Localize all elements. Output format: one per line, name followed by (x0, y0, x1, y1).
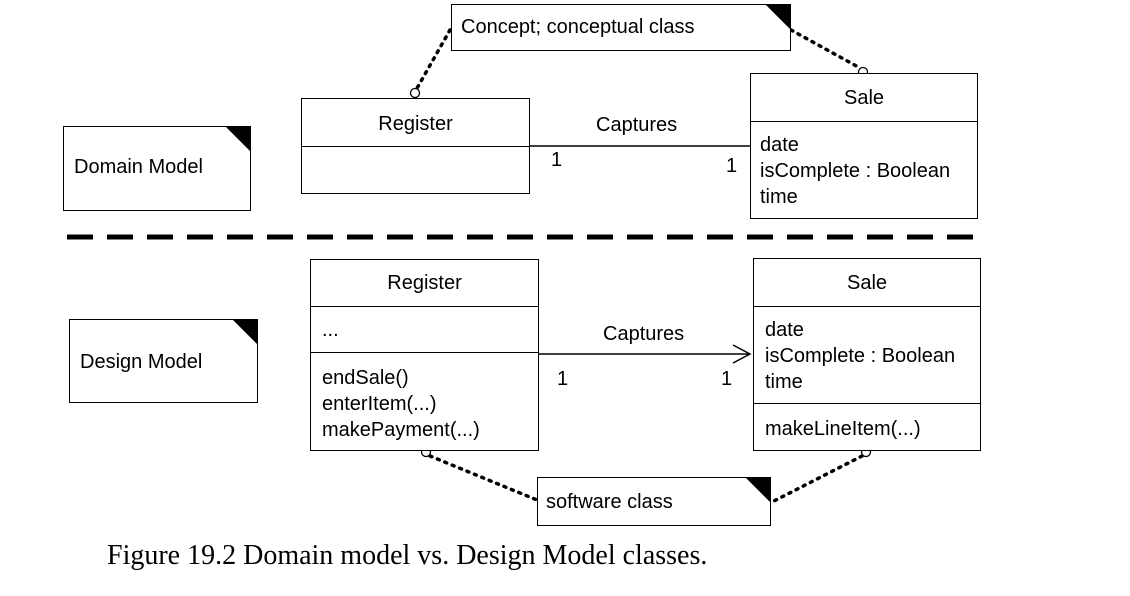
design-sale-name: Sale (846, 272, 888, 294)
design-association-label: Captures (603, 323, 685, 345)
domain-register-name: Register (378, 113, 453, 135)
design-sale-attribute: isComplete : Boolean (765, 345, 956, 367)
domain-multiplicity-left: 1 (551, 149, 563, 171)
design-register-class: Register ... endSale() enterItem(...) ma… (310, 259, 539, 451)
design-sale-operation: makeLineItem(...) (765, 418, 921, 440)
design-multiplicity-left: 1 (557, 368, 569, 390)
design-register-attribute: ... (322, 319, 339, 341)
figure-caption: Figure 19.2 Domain model vs. Design Mode… (107, 540, 708, 571)
navigability-arrow (732, 344, 752, 364)
domain-sale-attribute: date (760, 134, 799, 156)
design-sale-class: Sale date isComplete : Boolean time make… (753, 258, 981, 451)
design-register-name: Register (387, 272, 462, 294)
domain-sale-separator (751, 121, 977, 122)
design-model-note-text: Design Model (80, 351, 203, 373)
design-register-separator (311, 306, 538, 307)
software-class-note: software class (537, 477, 771, 526)
concept-anchor-register-end (409, 87, 421, 99)
domain-sale-attribute: time (760, 186, 798, 208)
design-sale-attribute: time (765, 371, 803, 393)
concept-anchor-sale (789, 28, 862, 70)
domain-sale-attribute: isComplete : Boolean (760, 160, 951, 182)
software-anchor-register (428, 454, 539, 502)
software-class-note-text: software class (546, 491, 673, 513)
design-model-note: Design Model (69, 319, 258, 403)
design-sale-separator (754, 306, 980, 307)
domain-sale-name: Sale (843, 87, 885, 109)
domain-model-note-text: Domain Model (74, 156, 203, 178)
design-register-separator (311, 352, 538, 353)
concept-note: Concept; conceptual class (451, 4, 791, 51)
domain-register-separator (302, 146, 529, 147)
concept-note-text: Concept; conceptual class (461, 16, 695, 38)
design-register-operation: endSale() (322, 367, 409, 389)
domain-association-label: Captures (596, 114, 678, 136)
design-sale-separator (754, 403, 980, 404)
design-sale-attribute: date (765, 319, 804, 341)
domain-multiplicity-right: 1 (726, 155, 738, 177)
design-register-operation: makePayment(...) (322, 419, 480, 441)
software-anchor-sale (770, 454, 864, 504)
domain-model-note: Domain Model (63, 126, 251, 211)
design-multiplicity-right: 1 (721, 368, 733, 390)
concept-anchor-register (414, 28, 452, 92)
design-register-operation: enterItem(...) (322, 393, 437, 415)
domain-register-class: Register (301, 98, 530, 194)
domain-sale-class: Sale date isComplete : Boolean time (750, 73, 978, 219)
